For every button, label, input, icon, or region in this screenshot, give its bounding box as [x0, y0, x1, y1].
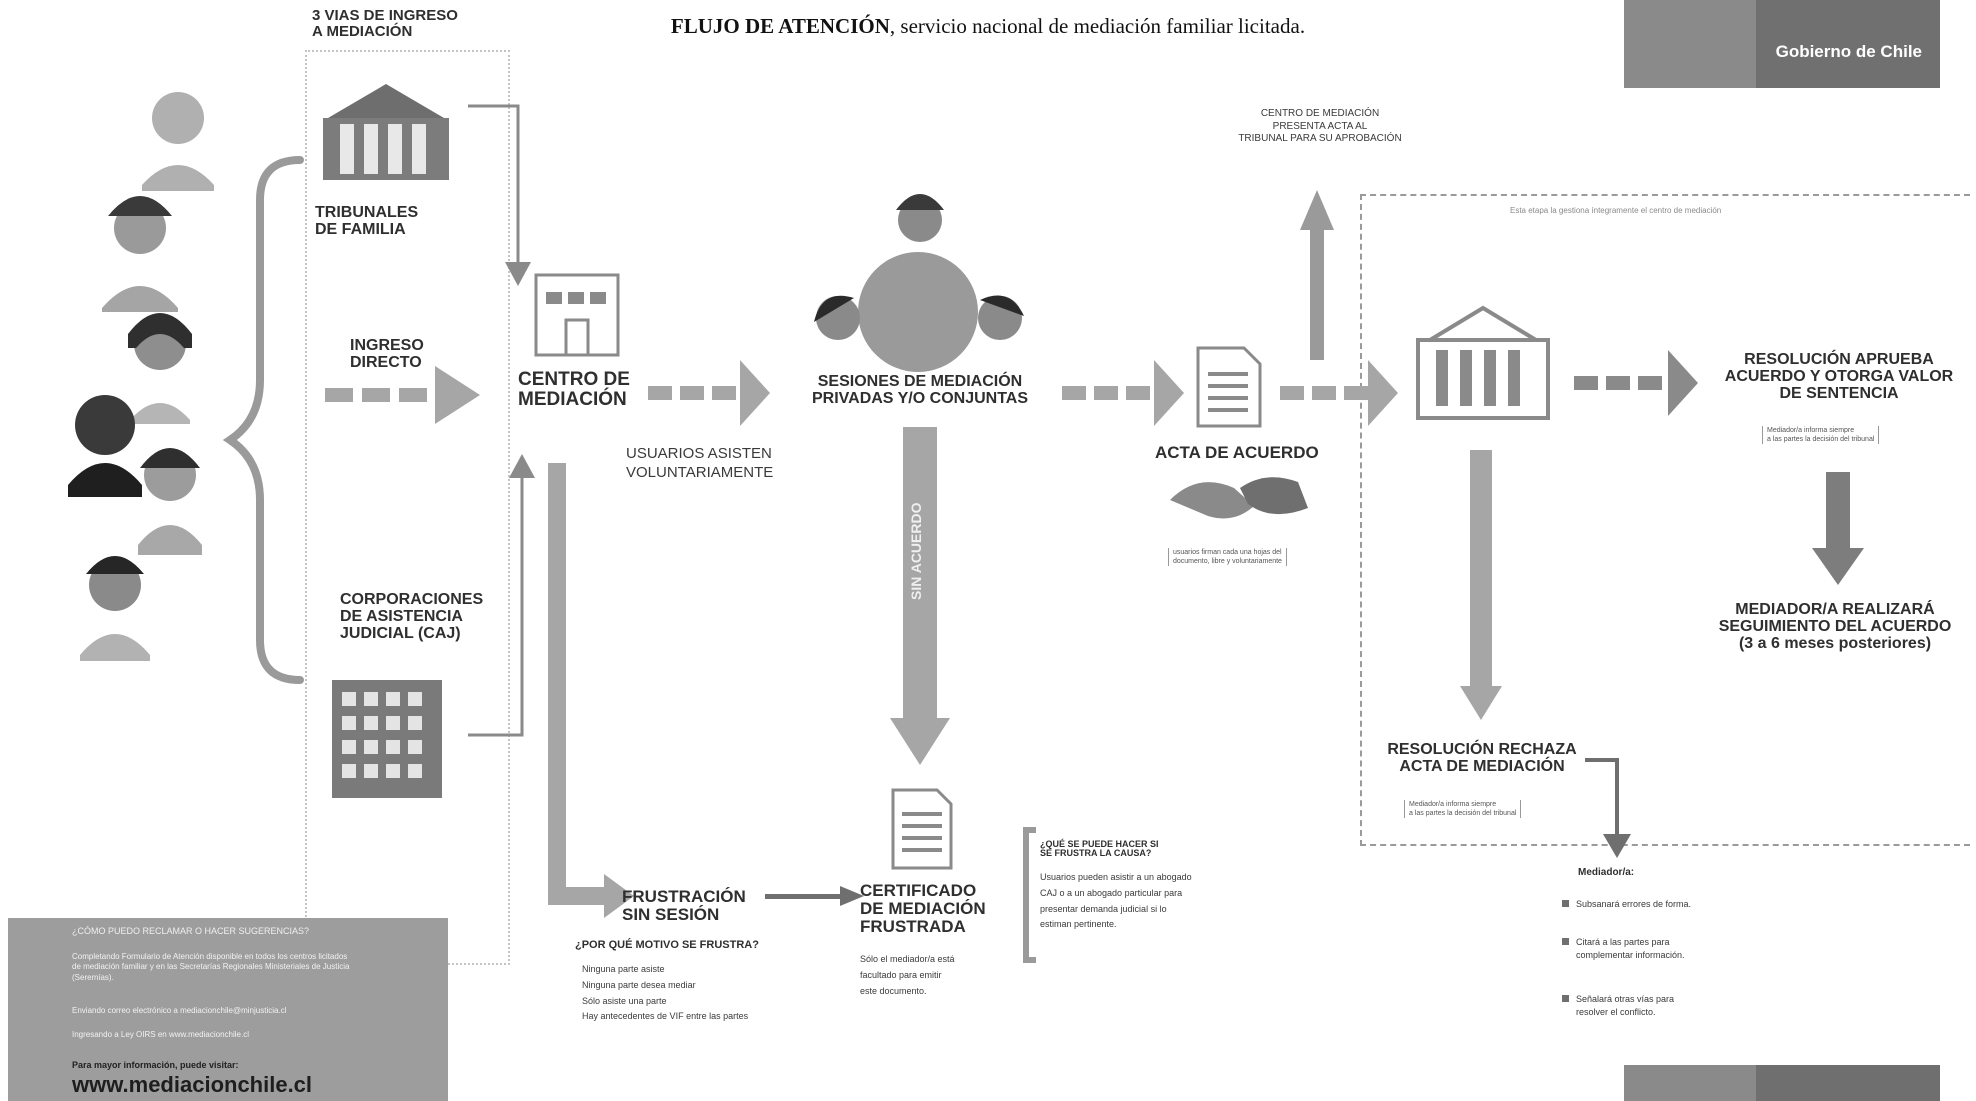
court-to-rejection-arrow: [1470, 450, 1492, 690]
mediation-center-stage-frame: [1360, 194, 1970, 846]
direct-entry-label: INGRESO DIRECTO: [350, 337, 424, 371]
certificate-document-icon: [891, 788, 953, 870]
complaints-question: ¿CÓMO PUEDO RECLAMAR O HACER SUGERENCIAS…: [72, 926, 310, 936]
acta-note: usuarios firman cada una hojas del docum…: [1168, 548, 1287, 567]
certificate-note: Sólo el mediador/a está facultado para e…: [860, 954, 955, 996]
caj-building-icon: [332, 680, 442, 798]
ingress-heading: 3 VIAS DE INGRESO A MEDIACIÓN: [312, 7, 458, 40]
frustration-reason: Ninguna parte desea mediar: [582, 979, 696, 990]
approval-resolution-label: RESOLUCIÓN APRUEBA ACUERDO Y OTORGA VALO…: [1724, 351, 1954, 402]
court-building-right-icon: [1416, 305, 1550, 420]
footer-bar: [1624, 1065, 1940, 1101]
ingress-brace: [222, 156, 304, 684]
court-building-icon: [323, 84, 449, 180]
direct-entry-arrow: [325, 366, 480, 424]
mediation-center-house-icon: [534, 273, 620, 357]
government-badge: Gobierno de Chile: [1624, 0, 1940, 88]
rejection-resolution-label: RESOLUCIÓN RECHAZA ACTA DE MEDIACIÓN: [1387, 741, 1577, 775]
approval-to-followup-arrow: [1826, 472, 1850, 552]
no-agreement-label: SIN ACUERDO: [908, 502, 924, 601]
government-label: Gobierno de Chile: [1775, 42, 1922, 61]
rejection-note: Mediador/a informa siempre a las partes …: [1404, 800, 1522, 819]
approval-note: Mediador/a informa siempre a las partes …: [1762, 426, 1880, 445]
sessions-label: SESIONES DE MEDIACIÓN PRIVADAS Y/O CONJU…: [811, 373, 1029, 407]
what-to-do-answer: Usuarios pueden asistir a un abogado CAJ…: [1040, 872, 1192, 930]
mediation-center-label: CENTRO DE MEDIACIÓN: [518, 369, 630, 410]
complaints-oirs: Ingresando a Ley OIRS en www.mediacionch…: [72, 1030, 249, 1039]
complaints-info-box: ¿CÓMO PUEDO RECLAMAR O HACER SUGERENCIAS…: [8, 918, 448, 1101]
complaints-email: Enviando correo electrónico a mediacionc…: [72, 1006, 287, 1015]
frustration-label: FRUSTRACIÓN SIN SESIÓN: [622, 887, 746, 924]
complaints-paragraph: Completando Formulario de Atención dispo…: [72, 952, 350, 982]
acta-to-court-arrow: [1280, 360, 1398, 426]
frustration-reason: Hay antecedentes de VIF entre las partes: [582, 1011, 749, 1022]
sessions-to-acta-arrow: [1062, 360, 1184, 426]
frustration-question: ¿POR QUÉ MOTIVO SE FRUSTRA?: [575, 939, 759, 951]
mediation-session-icon: [814, 194, 1024, 372]
website-link[interactable]: www.mediacionchile.cl: [72, 1072, 313, 1097]
no-agreement-arrow: [903, 427, 937, 722]
centro-to-sessions-arrow: [648, 360, 770, 426]
court-to-approval-arrow: [1574, 350, 1698, 416]
more-info-label: Para mayor información, puede visitar:: [72, 1060, 239, 1070]
stage-note: Esta etapa la gestiona íntegramente el c…: [1510, 206, 1722, 215]
acta-title: ACTA DE ACUERDO: [1155, 443, 1319, 462]
frustration-reason: Ninguna parte asiste: [582, 964, 665, 974]
mediator-actions-title: Mediador/a:: [1578, 867, 1635, 878]
mediator-action-item: Subsanará errores de forma.: [1576, 899, 1692, 909]
mediator-action-item: Señalará otras vías para resolver el con…: [1576, 994, 1675, 1018]
government-badge-dark: [1756, 0, 1940, 88]
caj-label: CORPORACIONES DE ASISTENCIA JUDICIAL (CA…: [340, 591, 484, 642]
handshake-icon: [1170, 477, 1308, 519]
tribunales-label: TRIBUNALES DE FAMILIA: [315, 204, 419, 238]
followup-label: MEDIADOR/A REALIZARÁ SEGUIMIENTO DEL ACU…: [1718, 601, 1952, 652]
people-group-icon: [68, 92, 214, 661]
acta-presentation-note: CENTRO DE MEDIACIÓN PRESENTA ACTA AL TRI…: [1238, 108, 1402, 144]
what-to-do-question: ¿QUÉ SE PUEDE HACER SI SE FRUSTRA LA CAU…: [1040, 839, 1159, 859]
page-title: FLUJO DE ATENCIÓN, servicio nacional de …: [670, 14, 1306, 38]
voluntary-note: USUARIOS ASISTEN VOLUNTARIAMENTE: [626, 445, 774, 481]
mediator-action-item: Citará a las partes para complementar in…: [1576, 937, 1685, 961]
acta-document-icon: [1196, 346, 1262, 428]
frustration-reason: Sólo asiste una parte: [582, 995, 667, 1006]
certificate-label: CERTIFICADO DE MEDIACIÓN FRUSTRADA: [860, 881, 986, 936]
frustration-reasons: Ninguna parte asiste Ninguna parte desea…: [582, 962, 748, 1025]
footer-bar-dark: [1756, 1065, 1940, 1101]
